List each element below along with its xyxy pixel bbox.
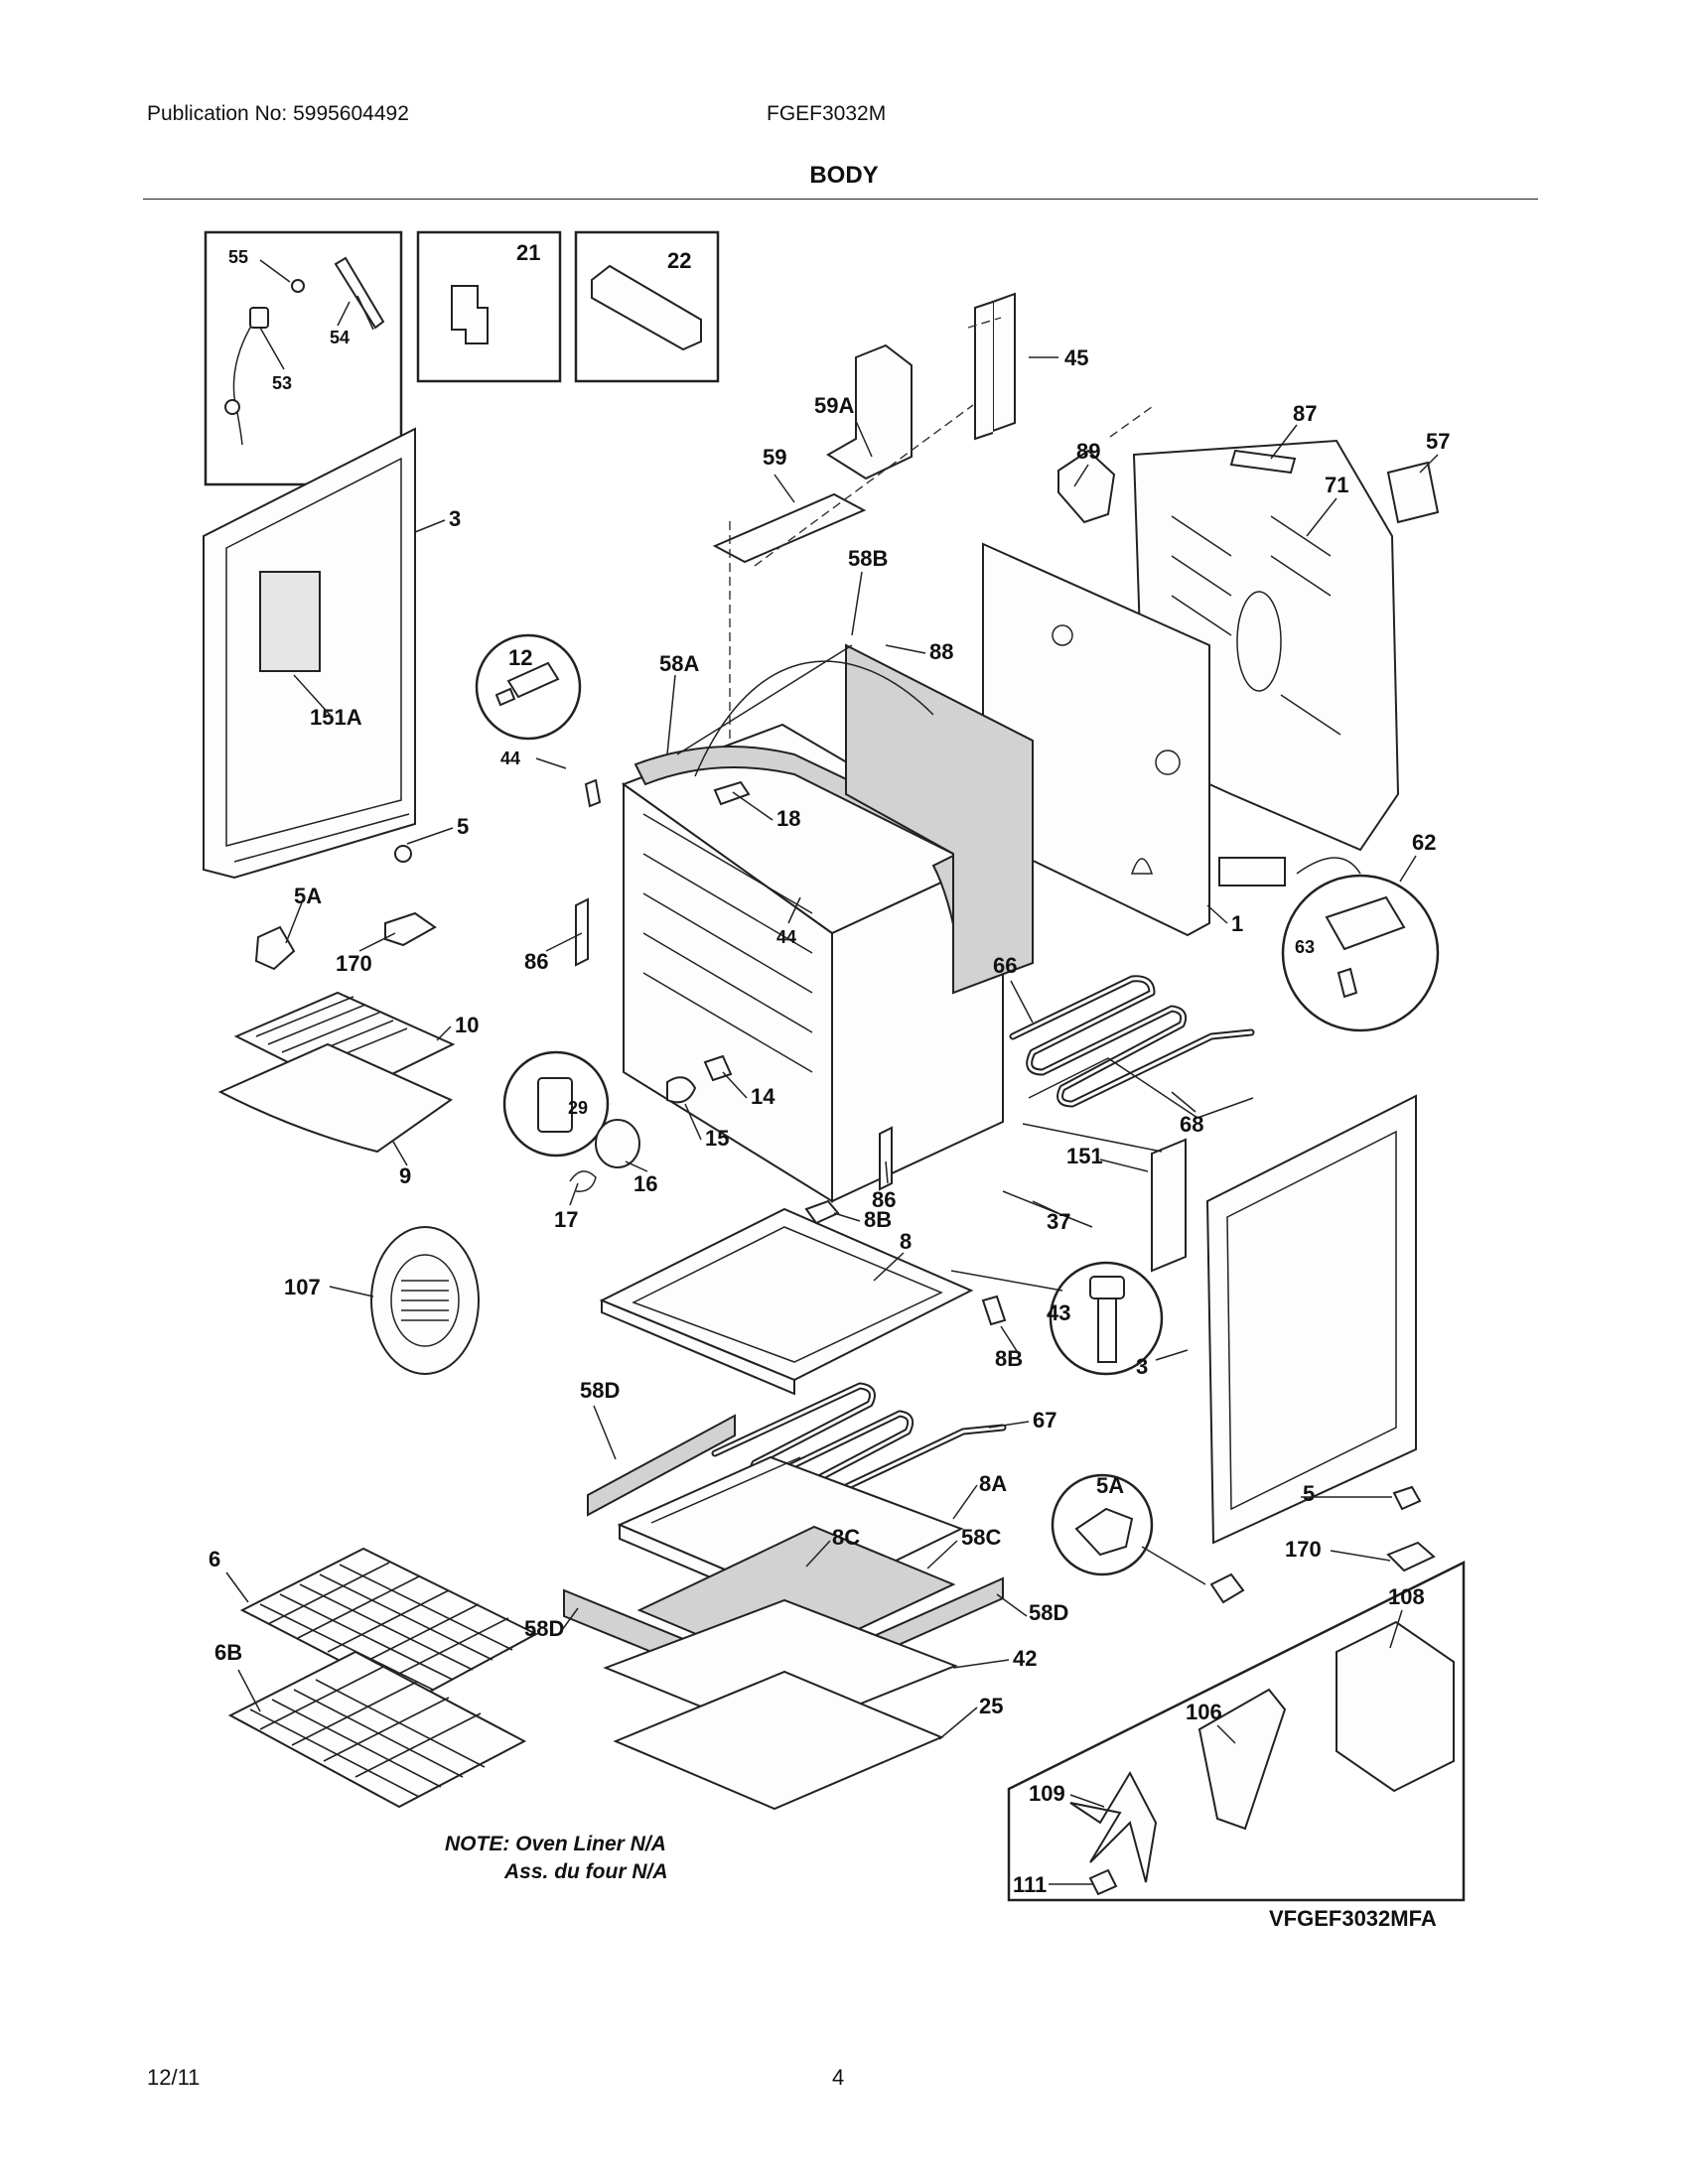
section-title: BODY [809, 162, 879, 189]
part-label: 170 [336, 951, 372, 976]
part-label: 58D [580, 1378, 620, 1403]
part-label: 62 [1412, 830, 1436, 855]
part-label: 67 [1033, 1408, 1056, 1433]
part-label: 14 [751, 1084, 775, 1109]
inset-box-21 [416, 230, 562, 383]
part-label: 5 [457, 814, 469, 839]
part-label: 18 [776, 806, 800, 831]
part-label: 9 [399, 1163, 411, 1188]
wiring-harness [1002, 1123, 1163, 1228]
part-label: 71 [1325, 473, 1348, 497]
note-line-2: Ass. du four N/A [503, 1860, 668, 1883]
part-label: 58D [524, 1616, 564, 1641]
lamp-assembly [502, 1050, 733, 1192]
part-label: 8 [900, 1229, 912, 1254]
convection-cover [370, 1226, 480, 1375]
small-components [254, 633, 893, 1191]
part-label: 17 [554, 1207, 578, 1232]
oven-liner-note: NOTE: Oven Liner N/A Ass. du four N/A [445, 1833, 668, 1883]
part-label: 68 [1180, 1112, 1203, 1137]
part-label: 53 [272, 373, 292, 393]
part-label: 54 [330, 328, 350, 347]
part-label: 111 [1013, 1872, 1047, 1897]
header-divider [143, 199, 1538, 200]
part-label: 1 [1231, 911, 1243, 936]
part-label: 5A [294, 884, 322, 908]
part-label: 86 [872, 1187, 896, 1212]
part-label: 3 [449, 506, 461, 531]
part-label: 86 [524, 949, 548, 974]
part-label: 88 [929, 639, 953, 664]
part-label: 170 [1285, 1537, 1322, 1562]
rear-panel [982, 406, 1440, 937]
part-label: 58B [848, 546, 888, 571]
leveler-inset [1051, 1473, 1436, 1604]
part-label: 8B [995, 1346, 1023, 1371]
part-label: 16 [633, 1171, 657, 1196]
part-label: 5 [1303, 1481, 1315, 1506]
part-label: 59 [763, 445, 786, 470]
bottom-panels [603, 1598, 958, 1811]
part-label: 43 [1047, 1300, 1070, 1325]
part-label: 58D [1029, 1600, 1068, 1625]
part-label: 108 [1388, 1584, 1425, 1609]
leader-lines [225, 259, 1439, 1885]
part-label: 58C [961, 1525, 1001, 1550]
page-number: 4 [832, 2065, 845, 2090]
oven-racks [227, 1547, 539, 1809]
part-label: 55 [228, 247, 248, 267]
part-label: 58A [659, 651, 699, 676]
note-line-1: NOTE: Oven Liner N/A [445, 1833, 666, 1855]
inset-box-sensor [204, 230, 403, 486]
part-label: 109 [1029, 1781, 1065, 1806]
part-label: 37 [1047, 1209, 1070, 1234]
part-label: 29 [568, 1098, 588, 1118]
side-panel-right [1151, 1094, 1417, 1545]
broil-pan [217, 991, 456, 1154]
inset-box-22 [574, 230, 720, 383]
part-label: 10 [455, 1013, 479, 1037]
part-label: 107 [284, 1275, 321, 1299]
part-label: 8B [864, 1207, 892, 1232]
part-label: 3 [1136, 1354, 1148, 1379]
part-label: 22 [667, 248, 691, 273]
part-label: 63 [1295, 937, 1315, 957]
part-label: 151A [310, 705, 362, 730]
part-label: 106 [1186, 1700, 1222, 1724]
part-labels: 55 54 53 21 22 45 59A 87 57 59 89 71 3 5… [209, 240, 1450, 1897]
inset-code: VFGEF3032MFA [1269, 1906, 1437, 1931]
part-label: 44 [500, 749, 520, 768]
model-number: FGEF3032M [767, 102, 887, 125]
part-label: 57 [1426, 429, 1450, 454]
part-label: 66 [993, 953, 1017, 978]
publication-number: Publication No: 5995604492 [147, 102, 409, 125]
part-label: 21 [516, 240, 540, 265]
part-label: 45 [1064, 345, 1088, 370]
footer-date: 12/11 [147, 2065, 201, 2090]
drip-tray [599, 1199, 1063, 1396]
convection-fan-inset [1007, 1560, 1466, 1902]
oven-cavity [621, 643, 1034, 1203]
part-label: 42 [1013, 1646, 1037, 1671]
part-label: 12 [508, 645, 532, 670]
part-label: 5A [1096, 1473, 1124, 1498]
terminal-block-inset [1218, 857, 1440, 1032]
screw-inset [1049, 1261, 1164, 1376]
part-label: 89 [1076, 439, 1100, 464]
part-label: 59A [814, 393, 854, 418]
part-label: 8A [979, 1471, 1007, 1496]
part-label: 151 [1066, 1144, 1103, 1168]
part-label: 15 [705, 1126, 729, 1151]
part-label: 87 [1293, 401, 1317, 426]
part-label: 25 [979, 1694, 1003, 1718]
part-label: 8C [832, 1525, 860, 1550]
side-panel-left [203, 427, 416, 880]
part-label: 44 [776, 927, 796, 947]
part-label: 6B [214, 1640, 242, 1665]
part-label: 6 [209, 1547, 220, 1571]
bake-element-upper [1009, 975, 1255, 1119]
